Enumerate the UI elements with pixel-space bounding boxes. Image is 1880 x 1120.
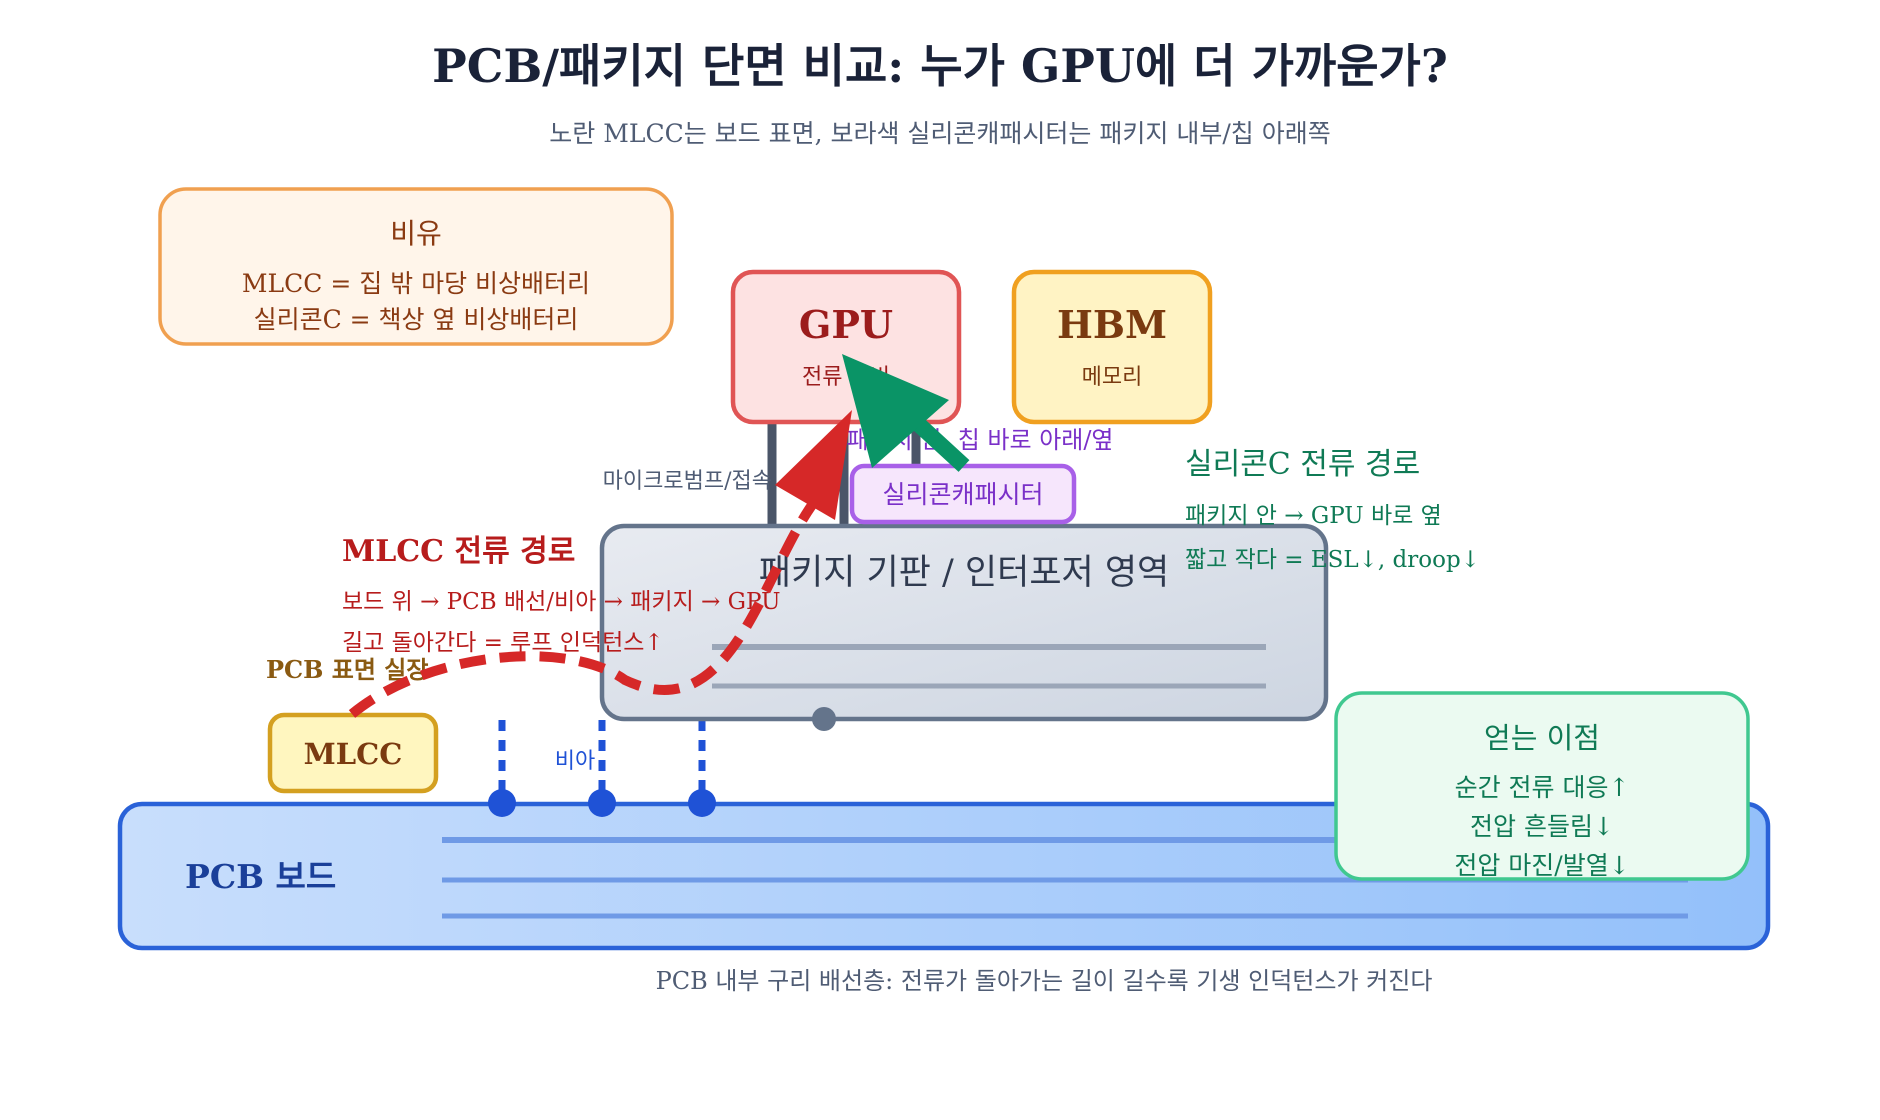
via-pad (488, 789, 516, 817)
silicon-path-heading: 실리콘C 전류 경로 (1185, 447, 1420, 482)
mlcc-path-line-2: 길고 돌아간다 = 루프 인덕턴스↑ (342, 630, 664, 656)
mlcc-arrowhead (775, 410, 852, 520)
via-pad (588, 789, 616, 817)
mlcc-path-heading: MLCC 전류 경로 (342, 534, 575, 569)
gpu-label: GPU (799, 302, 893, 347)
analogy-line-2: 실리콘C = 책상 옆 비상배터리 (254, 305, 579, 334)
microbump-label: 마이크로범프/접속 (603, 469, 772, 494)
analogy-box: 비유 MLCC = 집 밖 마당 비상배터리 실리콘C = 책상 옆 비상배터리 (158, 187, 674, 346)
benefits-box: 얻는 이점 순간 전류 대응↑ 전압 흔들림↓ 전압 마진/발열↓ (1334, 691, 1750, 881)
mlcc-current-arrow (348, 502, 817, 718)
via-pad (688, 789, 716, 817)
benefits-line-3: 전압 마진/발열↓ (1454, 851, 1629, 880)
mlcc-component: MLCC (267, 712, 439, 794)
vias: 비아 (488, 720, 716, 817)
silicon-capacitor: 실리콘캐패시터 (849, 463, 1077, 525)
page-subtitle: 노란 MLCC는 보드 표면, 보라색 실리콘캐패시터는 패키지 내부/칩 아래… (549, 119, 1330, 148)
silicon-path-line-2: 짧고 작다 = ESL↓, droop↓ (1185, 547, 1480, 573)
pcb-caption: PCB 내부 구리 배선층: 전류가 돌아가는 길이 길수록 기생 인덕턴스가 … (656, 967, 1433, 995)
mlcc-path-note: MLCC 전류 경로 보드 위 → PCB 배선/비아 → 패키지 → GPU … (342, 534, 780, 656)
benefits-line-1: 순간 전류 대응↑ (1455, 773, 1630, 802)
package-label: 패키지 기판 / 인터포저 영역 (759, 553, 1170, 593)
hbm-label: HBM (1057, 302, 1167, 347)
package-bump (812, 707, 836, 731)
benefits-heading: 얻는 이점 (1484, 721, 1600, 755)
silicon-path-line-1: 패키지 안 → GPU 바로 옆 (1185, 503, 1442, 529)
via-label: 비아 (555, 749, 595, 774)
pcb-label: PCB 보드 (185, 857, 336, 896)
hbm-sublabel: 메모리 (1082, 365, 1143, 390)
silicon-path-note: 실리콘C 전류 경로 패키지 안 → GPU 바로 옆 짧고 작다 = ESL↓… (1185, 447, 1480, 573)
hbm-stack: HBM 메모리 (1011, 269, 1213, 425)
silicon-cap-label: 실리콘캐패시터 (882, 480, 1043, 509)
benefits-line-2: 전압 흔들림↓ (1470, 812, 1614, 841)
package-substrate: 패키지 기판 / 인터포저 영역 (599, 523, 1329, 731)
mlcc-label: MLCC (304, 737, 403, 771)
analogy-heading: 비유 (390, 217, 442, 250)
silicon-arrowhead (842, 354, 949, 468)
analogy-line-1: MLCC = 집 밖 마당 비상배터리 (242, 269, 590, 298)
page-title: PCB/패키지 단면 비교: 누가 GPU에 더 가까운가? (432, 39, 1448, 93)
mlcc-path-line-1: 보드 위 → PCB 배선/비아 → 패키지 → GPU (342, 589, 780, 615)
